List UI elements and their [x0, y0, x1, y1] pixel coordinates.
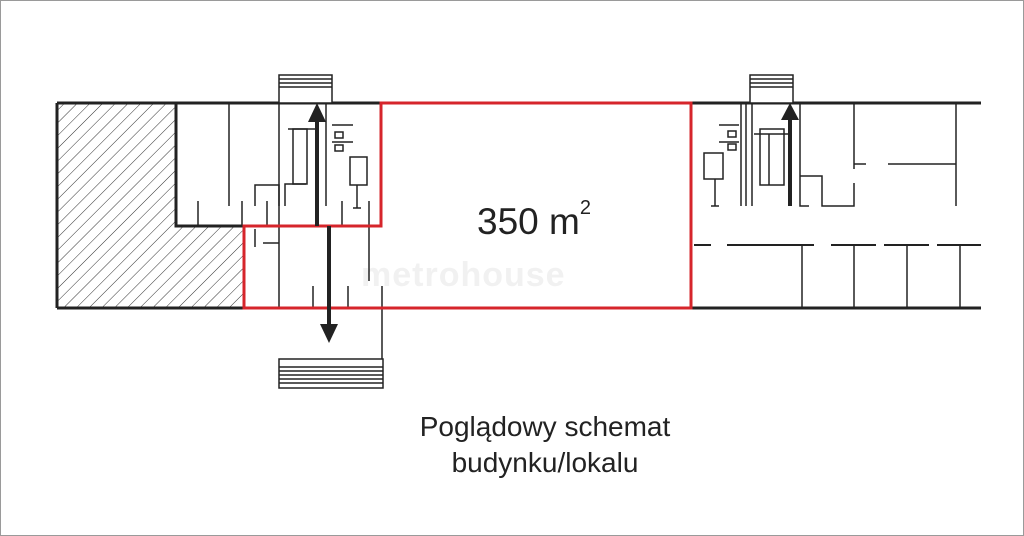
hatched-area	[57, 103, 244, 308]
diagram-caption: Poglądowy schemat budynku/lokalu	[345, 409, 745, 481]
caption-line-2: budynku/lokalu	[451, 447, 639, 478]
interior-walls	[197, 103, 981, 388]
highlighted-unit-outline	[242, 101, 693, 310]
area-unit-superscript: 2	[579, 197, 591, 219]
watermark: metrohouse	[361, 256, 566, 294]
entrance-arrow-up-icon	[308, 103, 326, 226]
stairs-bottom	[278, 358, 384, 389]
unit-area-label: 350 m2	[434, 197, 634, 243]
entrance-arrow-down-icon	[320, 226, 338, 343]
caption-line-1: Poglądowy schemat	[419, 411, 671, 442]
area-value: 350 m	[477, 201, 580, 242]
entrance-arrow-up-right-icon	[781, 103, 799, 206]
stairs-top-left	[278, 74, 333, 104]
stairs-top-right	[749, 74, 794, 104]
